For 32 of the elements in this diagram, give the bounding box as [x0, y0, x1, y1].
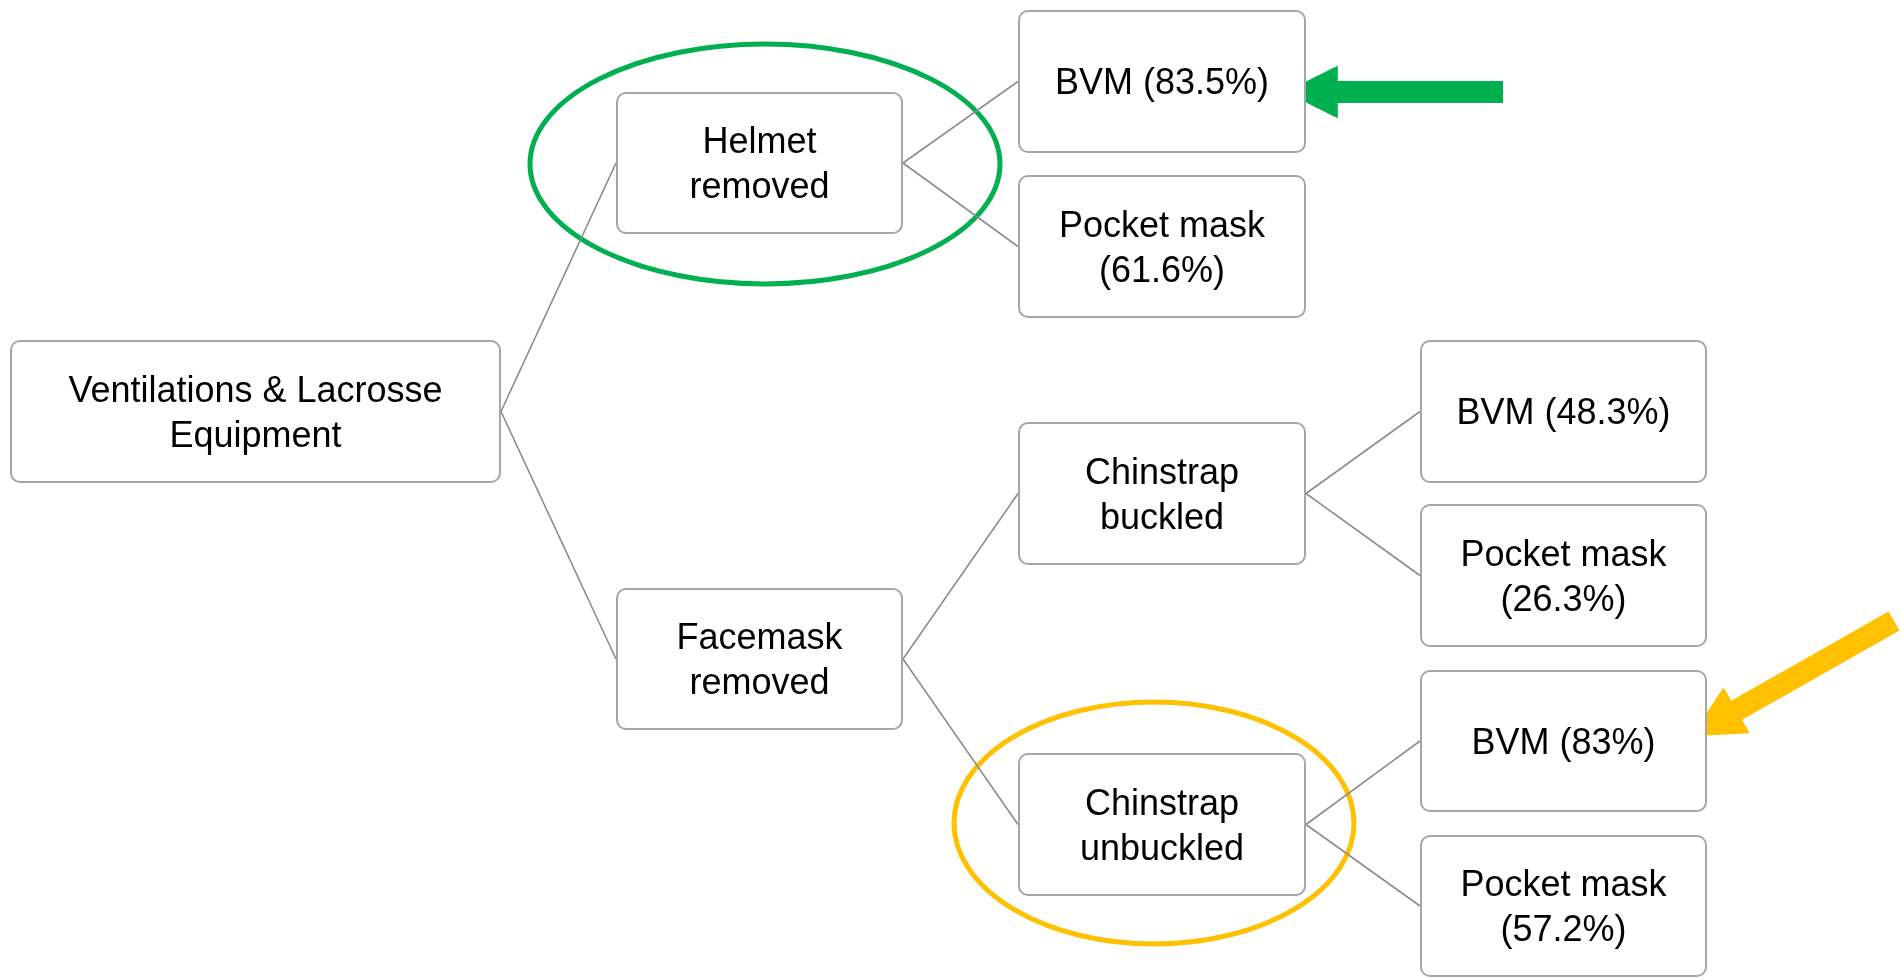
tree-box [1420, 670, 1707, 812]
box-label: BVM (83.5%) [1054, 60, 1270, 104]
tree-box [1018, 422, 1306, 565]
connector-line [500, 162, 617, 413]
box-label: Chinstrap buckled [1083, 449, 1241, 539]
tree-box [1420, 340, 1707, 483]
connector-line [902, 492, 1019, 660]
tree-box [1420, 835, 1707, 977]
connector-line [1305, 740, 1421, 826]
box-label: BVM (83%) [1471, 719, 1656, 764]
tree-box [1018, 10, 1306, 153]
connector-line [500, 410, 617, 660]
box-label: Pocket mask (26.3%) [1459, 531, 1668, 621]
connector-line [902, 162, 1019, 248]
connector-line [1305, 492, 1421, 577]
tree-box [10, 340, 501, 483]
tree-box [616, 92, 903, 234]
box-label: Pocket mask (57.2%) [1459, 862, 1668, 951]
box-label: BVM (48.3%) [1456, 390, 1671, 434]
tree-box [616, 588, 903, 730]
box-label: Facemask removed [675, 615, 844, 704]
connector-line [902, 80, 1019, 164]
box-label: Chinstrap unbuckled [1078, 780, 1246, 870]
box-label: Ventilations & Lacrosse Equipment [67, 367, 444, 457]
connector-line [902, 658, 1019, 826]
connector-line [1305, 823, 1421, 907]
tree-box [1018, 753, 1306, 896]
connector-line [1305, 410, 1421, 495]
box-label: Helmet removed [688, 119, 831, 208]
box-label: Pocket mask (61.6%) [1057, 202, 1267, 292]
tree-box [1420, 504, 1707, 647]
tree-box [1018, 175, 1306, 318]
